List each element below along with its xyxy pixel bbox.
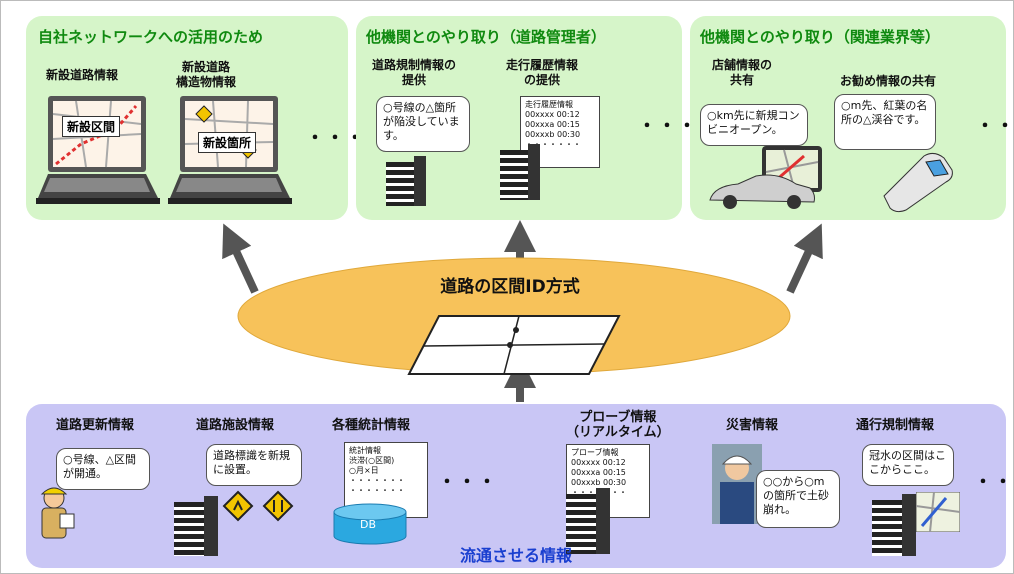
section-id-ellipse	[237, 257, 791, 375]
building-icon	[386, 156, 426, 206]
worker-icon	[40, 487, 75, 539]
screen-label: 新設箇所	[198, 132, 257, 153]
panel-road-admin: 他機関とのやり取り（道路管理者） 道路規制情報の 提供 走行履歴情報 の提供 ○…	[356, 16, 696, 220]
mobile-phone-icon	[883, 152, 953, 213]
speech-bubble: 冠水の区間はここからここ。	[862, 444, 954, 486]
more-dots: ・・・	[976, 116, 1014, 137]
item-label: プローブ情報 （リアルタイム）	[566, 410, 670, 440]
speech-bubble: ○m先、紅葉の名所の△渓谷です。	[834, 94, 936, 150]
speech-bubble: ○号線の△箇所が陥没しています。	[376, 96, 470, 152]
panel-related-industry: 他機関とのやり取り（関連業界等） 店舗情報の 共有 お勧め情報の共有 ○km先に…	[690, 16, 1014, 220]
item-label: 各種統計情報	[332, 418, 411, 433]
item-label: 新設道路 構造物情報	[176, 60, 237, 89]
building-icon	[566, 488, 610, 554]
panel-own-network: 自社ネットワークへの活用のため 新設道路情報 新設道路 構造物情報 新設区間 新…	[26, 16, 364, 220]
road-sign-icon	[222, 490, 294, 522]
item-label: 道路施設情報	[196, 418, 275, 433]
item-label: 店舗情報の 共有	[712, 58, 773, 87]
item-label: 走行履歴情報 の提供	[506, 58, 579, 87]
item-label: 通行規制情報	[856, 418, 935, 433]
center-title: 道路の区間ID方式	[440, 277, 580, 297]
more-dots: ・・・	[638, 116, 698, 137]
building-icon	[500, 144, 540, 200]
building-icon	[174, 496, 218, 556]
car-navigation-icon	[709, 146, 822, 209]
item-label: 新設道路情報	[46, 68, 119, 82]
arrow-up-left	[222, 223, 259, 294]
database-icon	[333, 503, 407, 545]
speech-bubble: ○号線、△区間が開通。	[56, 448, 150, 490]
screen-label: 新設区間	[62, 116, 121, 137]
item-label: 災害情報	[726, 418, 779, 433]
speech-bubble: ○km先に新規コンビニオープン。	[700, 104, 808, 146]
db-label: DB	[360, 518, 377, 531]
arrow-up-right	[786, 223, 823, 294]
speech-bubble: ○○から○mの箇所で土砂崩れ。	[756, 470, 840, 528]
panel-title: 流通させる情報	[459, 546, 572, 565]
more-dots: ・・・	[974, 472, 1014, 493]
more-dots: ・・・	[438, 472, 498, 493]
item-label: お勧め情報の共有	[840, 74, 937, 88]
more-dots: ・・・	[306, 128, 366, 149]
item-label: 道路規制情報の 提供	[372, 58, 457, 87]
speech-bubble: 道路標識を新規に設置。	[206, 444, 302, 486]
panel-title: 自社ネットワークへの活用のため	[38, 28, 264, 46]
map-icon	[916, 492, 960, 532]
building-icon	[872, 494, 916, 556]
panel-distributed-info: 道路更新情報 道路施設情報 各種統計情報 プローブ情報 （リアルタイム） 災害情…	[26, 404, 1014, 568]
item-label: 道路更新情報	[56, 418, 135, 433]
panel-title: 他機関とのやり取り（関連業界等）	[700, 28, 940, 46]
panel-title: 他機関とのやり取り（道路管理者）	[366, 28, 606, 46]
disaster-photo	[712, 444, 762, 524]
